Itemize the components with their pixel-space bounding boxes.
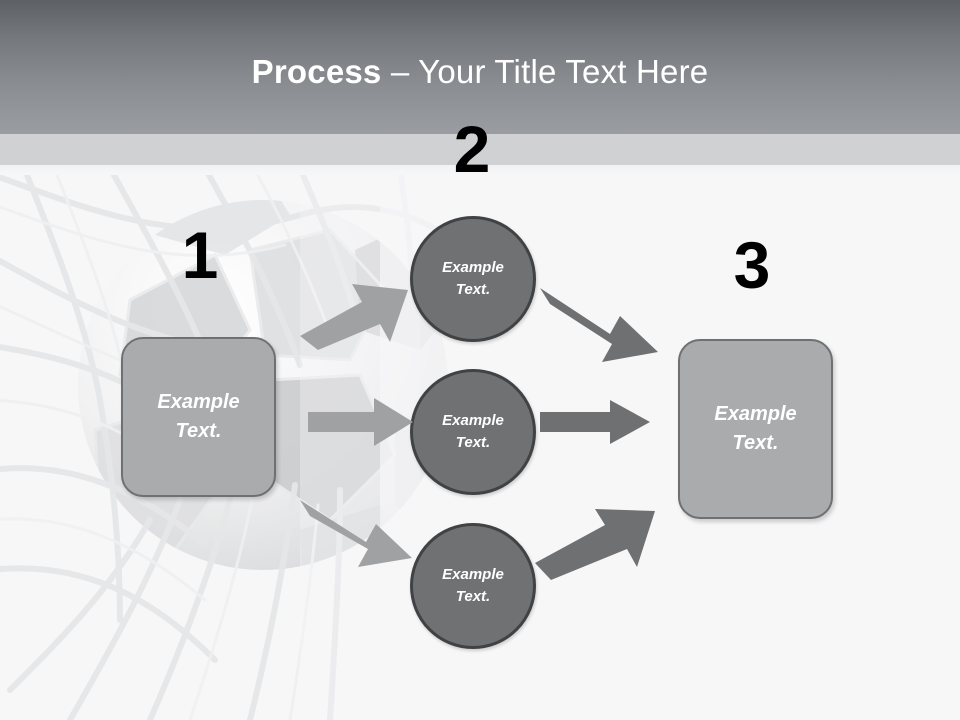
arrow-step1-to-circle-middle-icon bbox=[308, 398, 413, 446]
step2-circle-top-text: Example Text. bbox=[442, 257, 504, 301]
step3-box-text-line2: Text. bbox=[732, 432, 779, 454]
header-accent-band bbox=[0, 134, 960, 165]
arrow-step1-to-circle-top-icon bbox=[300, 284, 408, 350]
step-number-1: 1 bbox=[181, 218, 219, 292]
step2-circle-middle-text: Example Text. bbox=[442, 410, 504, 454]
step-number-3: 3 bbox=[733, 228, 771, 302]
step3-box-text: Example Text. bbox=[714, 400, 796, 458]
step2-circle-middle[interactable]: Example Text. bbox=[410, 369, 536, 495]
step2-circle-bottom[interactable]: Example Text. bbox=[410, 523, 536, 649]
step2-circle-bottom-text: Example Text. bbox=[442, 564, 504, 608]
step3-box[interactable]: Example Text. bbox=[678, 339, 833, 519]
header-fade bbox=[0, 165, 960, 175]
step2-circle-top-text-line2: Text. bbox=[455, 281, 491, 298]
step2-circle-bottom-text-line2: Text. bbox=[455, 588, 491, 605]
arrow-step1-to-circle-bottom-icon bbox=[300, 500, 412, 567]
step2-circle-top[interactable]: Example Text. bbox=[410, 216, 536, 342]
arrow-circle-middle-to-step3-icon bbox=[540, 400, 650, 444]
page-title-rest: – Your Title Text Here bbox=[381, 53, 709, 90]
step1-box-text: Example Text. bbox=[157, 388, 239, 446]
step-number-2: 2 bbox=[453, 112, 491, 186]
page-title: Process – Your Title Text Here bbox=[0, 52, 960, 92]
header-band bbox=[0, 0, 960, 134]
step1-box-text-line1: Example bbox=[157, 391, 240, 413]
step3-box-text-line1: Example bbox=[714, 403, 797, 425]
step2-circle-top-text-line1: Example bbox=[442, 259, 504, 276]
arrow-circle-bottom-to-step3-icon bbox=[535, 509, 655, 580]
step2-circle-middle-text-line2: Text. bbox=[455, 434, 491, 451]
step2-circle-bottom-text-line1: Example bbox=[442, 566, 504, 583]
step2-circle-middle-text-line1: Example bbox=[442, 412, 504, 429]
step1-box-text-line2: Text. bbox=[175, 420, 222, 442]
page-title-strong: Process bbox=[251, 53, 382, 90]
arrow-circle-top-to-step3-icon bbox=[540, 288, 658, 362]
step1-box[interactable]: Example Text. bbox=[121, 337, 276, 497]
